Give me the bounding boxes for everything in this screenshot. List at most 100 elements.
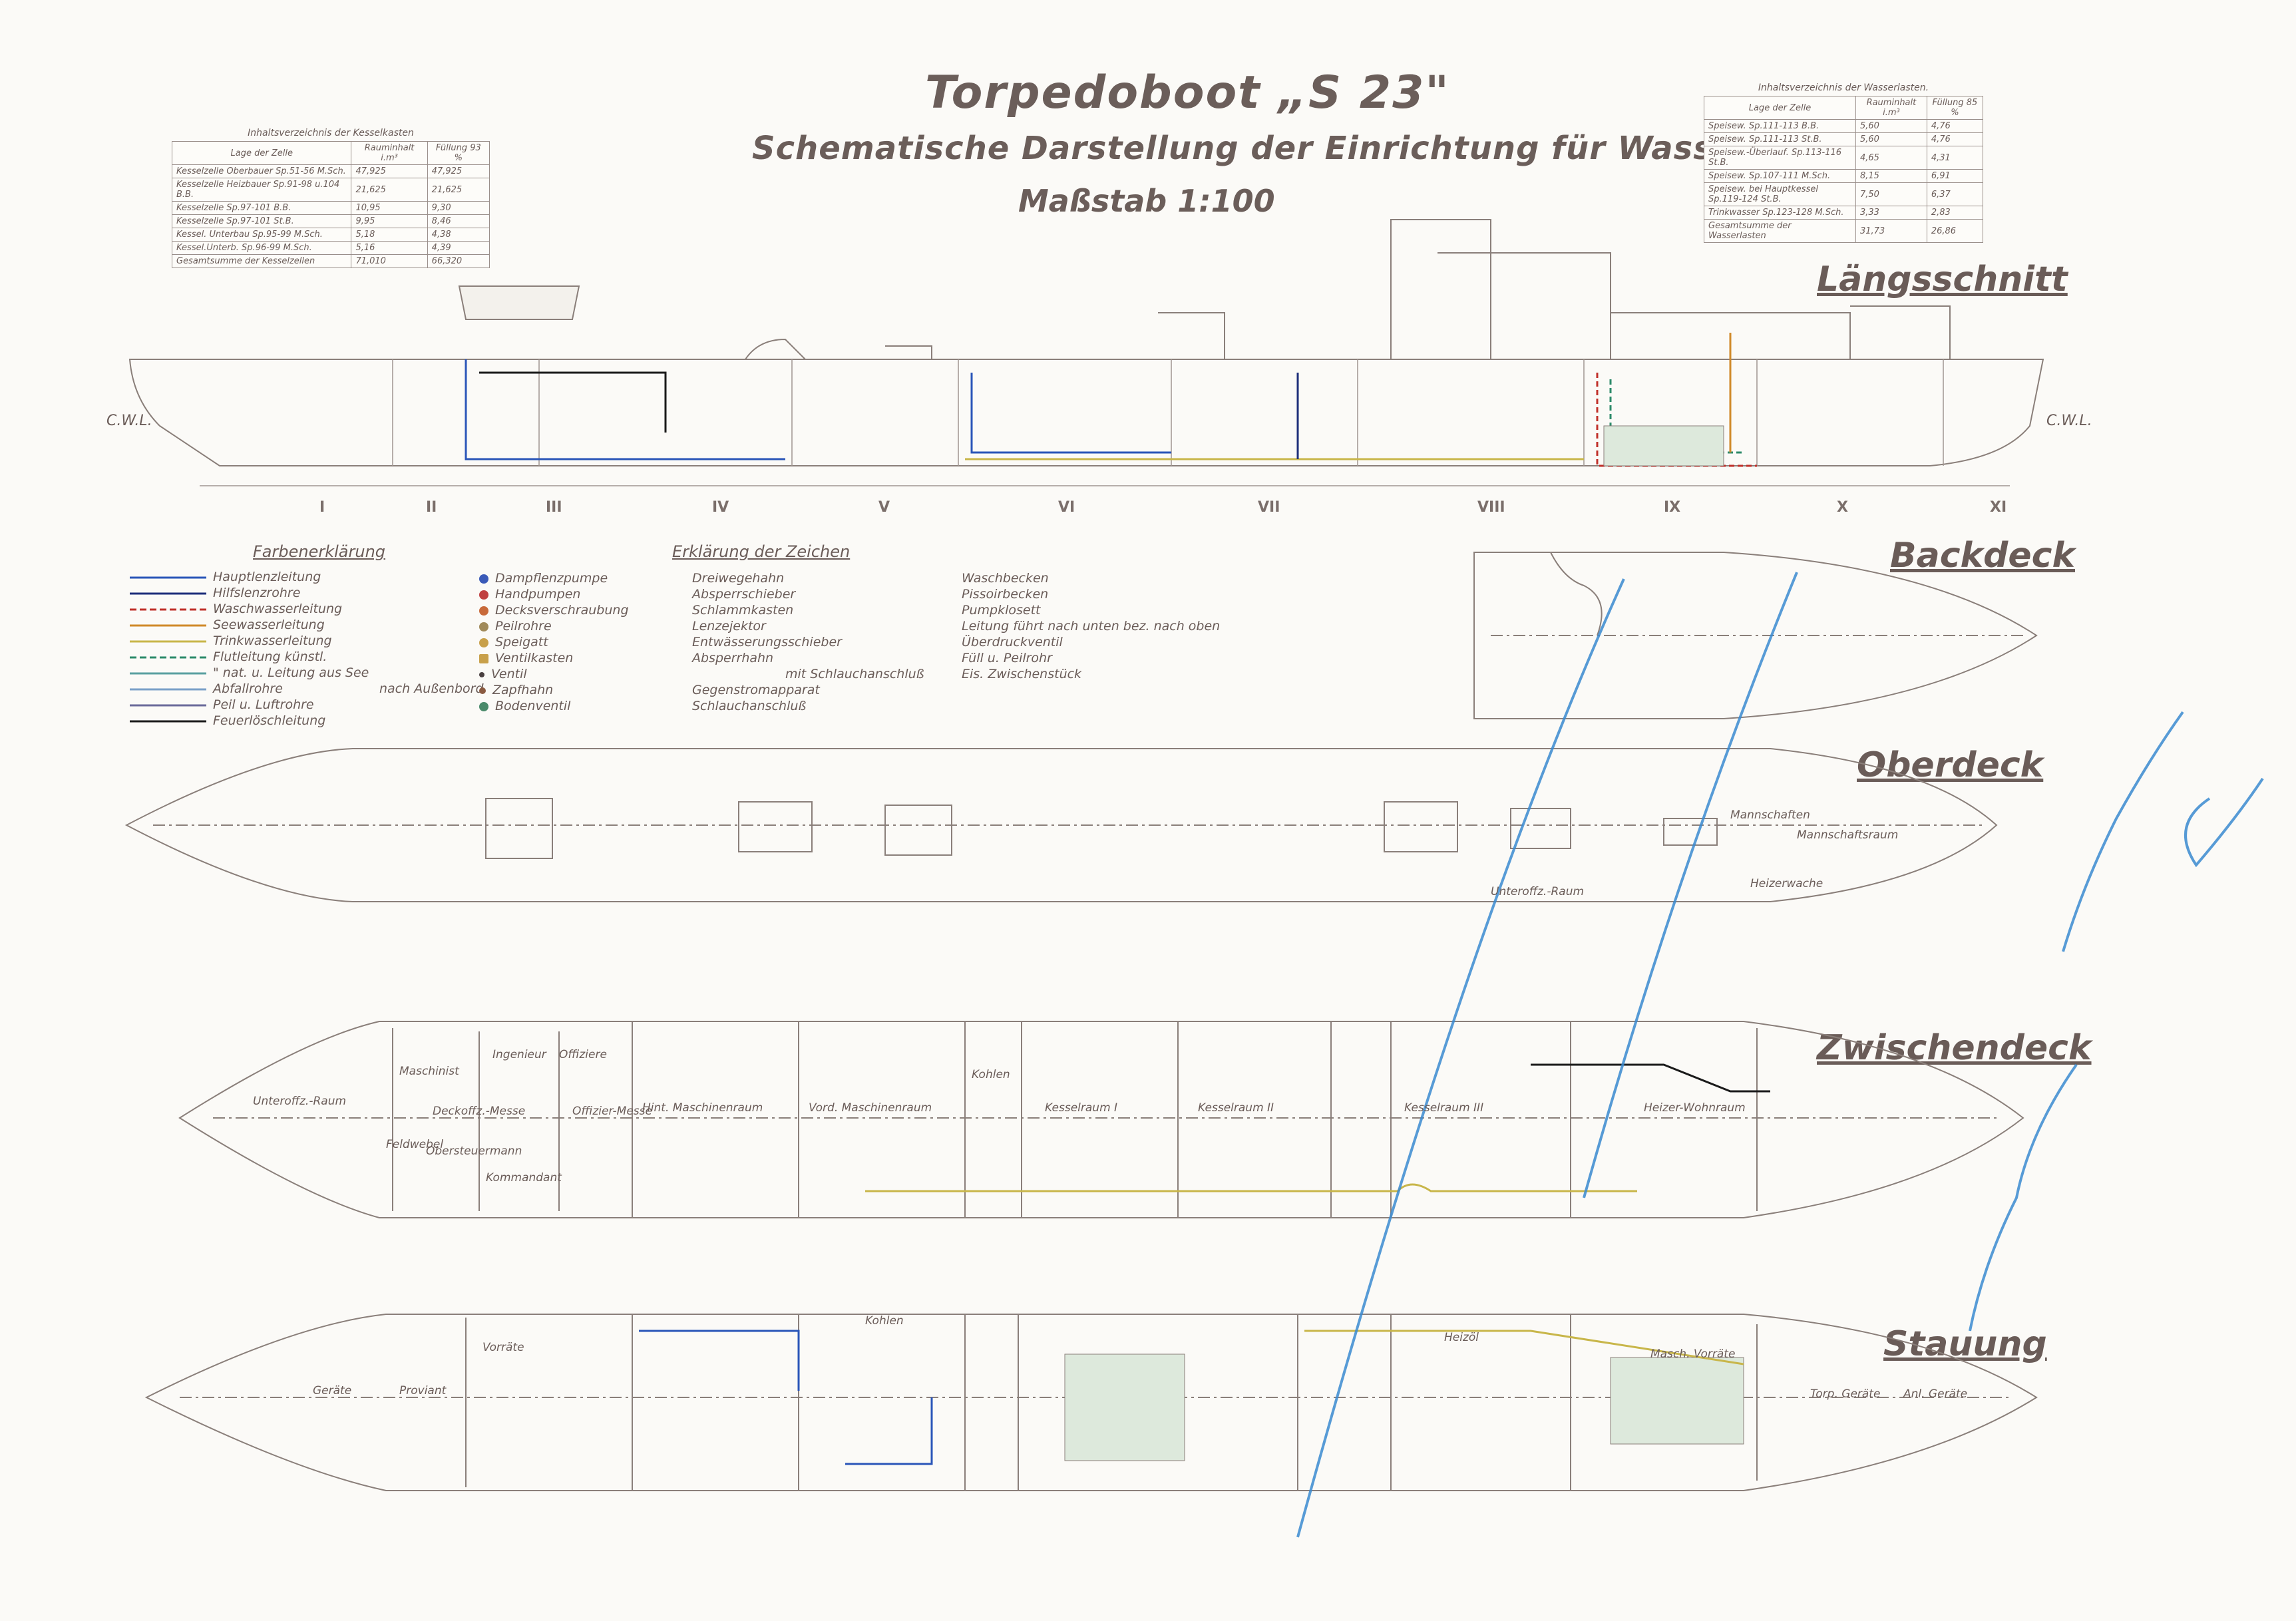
compartment-label: III bbox=[546, 499, 562, 516]
stauung-room-label: Vorräte bbox=[482, 1341, 524, 1354]
wasserlasten-caption: Inhaltsverzeichnis der Wasserlasten. bbox=[1758, 83, 1929, 93]
legend-symbol-b-item: Entwässerungsschieber bbox=[692, 635, 842, 649]
zwischendeck-trinkwasser-pipe bbox=[865, 1183, 1637, 1192]
compartment-label: I bbox=[319, 499, 325, 516]
legend-colors-heading: Farbenerklärung bbox=[253, 542, 386, 561]
stauung-room-label: Masch. Vorräte bbox=[1650, 1348, 1736, 1361]
zwischendeck-room-label: Obersteuermann bbox=[426, 1145, 522, 1158]
table-row: Kesselzelle Heizbauer Sp.91-98 u.104 B.B… bbox=[171, 178, 490, 202]
cell: 4,38 bbox=[427, 228, 490, 242]
legend-symbol-b-item: mit Schlauchanschluß bbox=[785, 667, 924, 681]
zwischendeck-room-label: Hint. Maschinenraum bbox=[642, 1101, 763, 1115]
laengsschnitt-frames bbox=[200, 359, 2010, 486]
legend-symbol-label: Dampflenzpumpe bbox=[495, 571, 608, 586]
speisewasser-tank bbox=[1610, 1357, 1744, 1445]
cell: 5,16 bbox=[351, 241, 428, 255]
legend-symbol-label: Peilrohre bbox=[495, 619, 552, 633]
stauung-tank bbox=[1064, 1353, 1185, 1461]
zwischendeck-room-label: Feldwebel bbox=[386, 1138, 444, 1151]
compartment-label: II bbox=[426, 499, 437, 516]
legend-symbol-item: Ventilkasten bbox=[479, 651, 573, 665]
cell: 8,46 bbox=[427, 214, 490, 228]
legend-symbol-b-item: Absperrschieber bbox=[692, 587, 796, 602]
table-header: Rauminhalt i.m³ bbox=[1855, 96, 1927, 120]
legend-symbol-c-item: Pumpklosett bbox=[962, 603, 1041, 618]
laengsschnitt-pipes bbox=[465, 333, 1757, 467]
legend-symbol-c-item: Waschbecken bbox=[962, 571, 1049, 586]
compartment-label: VII bbox=[1258, 499, 1280, 516]
cell: 31,73 bbox=[1855, 219, 1927, 243]
compartment-label: IV bbox=[712, 499, 729, 516]
legend-color-item: Abfallrohre bbox=[213, 681, 283, 696]
cell: 4,39 bbox=[427, 241, 490, 255]
legend-symbol-c-item: Überdruckventil bbox=[962, 635, 1063, 649]
legend-symbol-label: Ventil bbox=[491, 667, 527, 681]
legend-symbol-b-item: Schlauchanschluß bbox=[692, 699, 807, 713]
cell: 71,010 bbox=[351, 254, 428, 268]
signature-strokes bbox=[1296, 572, 2264, 1538]
kesselkasten-caption: Inhaltsverzeichnis der Kesselkasten bbox=[248, 128, 414, 138]
legend-symbol-label: Decksverschraubung bbox=[495, 603, 629, 618]
stauung-room-label: Proviant bbox=[399, 1384, 447, 1397]
legend-color-item: Flutleitung künstl. bbox=[213, 649, 327, 664]
table-header: Lage der Zelle bbox=[1704, 96, 1856, 120]
zwischendeck-room-label: Kesselraum II bbox=[1198, 1101, 1274, 1115]
legend-symbol-item: Handpumpen bbox=[479, 587, 580, 602]
compartment-label: VI bbox=[1058, 499, 1075, 516]
legend-symbol-b-item: Lenzejektor bbox=[692, 619, 766, 633]
cell: 4,65 bbox=[1855, 146, 1927, 170]
legend-symbol-b-item: Gegenstromapparat bbox=[692, 683, 820, 697]
bottom-valve-icon bbox=[479, 701, 488, 711]
legend-symbol-c-item: Füll u. Peilrohr bbox=[962, 651, 1052, 665]
deck-screw-icon bbox=[479, 606, 488, 616]
cwl-right: C.W.L. bbox=[2046, 413, 2092, 429]
pump-icon bbox=[479, 574, 488, 584]
table-header: Lage der Zelle bbox=[171, 141, 352, 165]
legend-symbol-c-item: Pissoirbecken bbox=[962, 587, 1049, 602]
legend-color-item: Feuerlöschleitung bbox=[213, 713, 326, 728]
view-title-oberdeck: Oberdeck bbox=[1857, 745, 2044, 785]
legend-symbol-item: Dampflenzpumpe bbox=[479, 571, 608, 586]
legend-symbol-label: Handpumpen bbox=[495, 587, 581, 602]
cell: 21,625 bbox=[427, 178, 490, 202]
cell: Trinkwasser Sp.123-128 M.Sch. bbox=[1704, 206, 1856, 220]
legend-color-item: Hilfslenzrohre bbox=[213, 586, 301, 600]
cell: 3,33 bbox=[1855, 206, 1927, 220]
legend-symbol-item: Speigatt bbox=[479, 635, 548, 649]
cell: 9,30 bbox=[427, 201, 490, 215]
drawing-scale: Maßstab 1:100 bbox=[1018, 183, 1275, 219]
wasserlasten-table: Inhaltsverzeichnis der Wasserlasten. Lag… bbox=[1704, 80, 1984, 243]
hand-pump-icon bbox=[479, 590, 488, 600]
legend-symbol-item: Bodenventil bbox=[479, 699, 570, 713]
cell: 4,76 bbox=[1926, 132, 1984, 146]
view-title-backdeck: Backdeck bbox=[1890, 536, 2076, 576]
legend-symbol-label: Ventilkasten bbox=[495, 651, 574, 665]
stauung-room-label: Geräte bbox=[313, 1384, 352, 1397]
legend-color-item: Hauptlenzleitung bbox=[213, 570, 321, 584]
table-header: Rauminhalt i.m³ bbox=[351, 141, 428, 165]
sounding-pipe-icon bbox=[479, 622, 488, 631]
legend-symbol-b-item: Absperrhahn bbox=[692, 651, 774, 665]
tap-icon bbox=[479, 687, 486, 694]
legend-symbol-item: Decksverschraubung bbox=[479, 603, 629, 618]
view-title-laengsschnitt: Längsschnitt bbox=[1817, 260, 2068, 299]
stauung-room-label: Heizöl bbox=[1444, 1331, 1479, 1344]
stauung-room-label: Torp. Geräte bbox=[1810, 1387, 1881, 1401]
table-header: Füllung 85 % bbox=[1926, 96, 1984, 120]
compartment-label: V bbox=[878, 499, 890, 516]
legend-symbol-label: Zapfhahn bbox=[492, 683, 554, 697]
view-title-zwischendeck: Zwischendeck bbox=[1817, 1028, 2092, 1068]
legend-symbol-label: Bodenventil bbox=[495, 699, 571, 713]
zwischendeck-room-label: Kohlen bbox=[972, 1068, 1010, 1081]
cell: 26,86 bbox=[1926, 219, 1984, 243]
legend-symbol-b-item: Dreiwegehahn bbox=[692, 571, 785, 586]
legend-symbol-label: Speigatt bbox=[495, 635, 548, 649]
cell: 66,320 bbox=[427, 254, 490, 268]
valve-icon bbox=[479, 671, 484, 677]
